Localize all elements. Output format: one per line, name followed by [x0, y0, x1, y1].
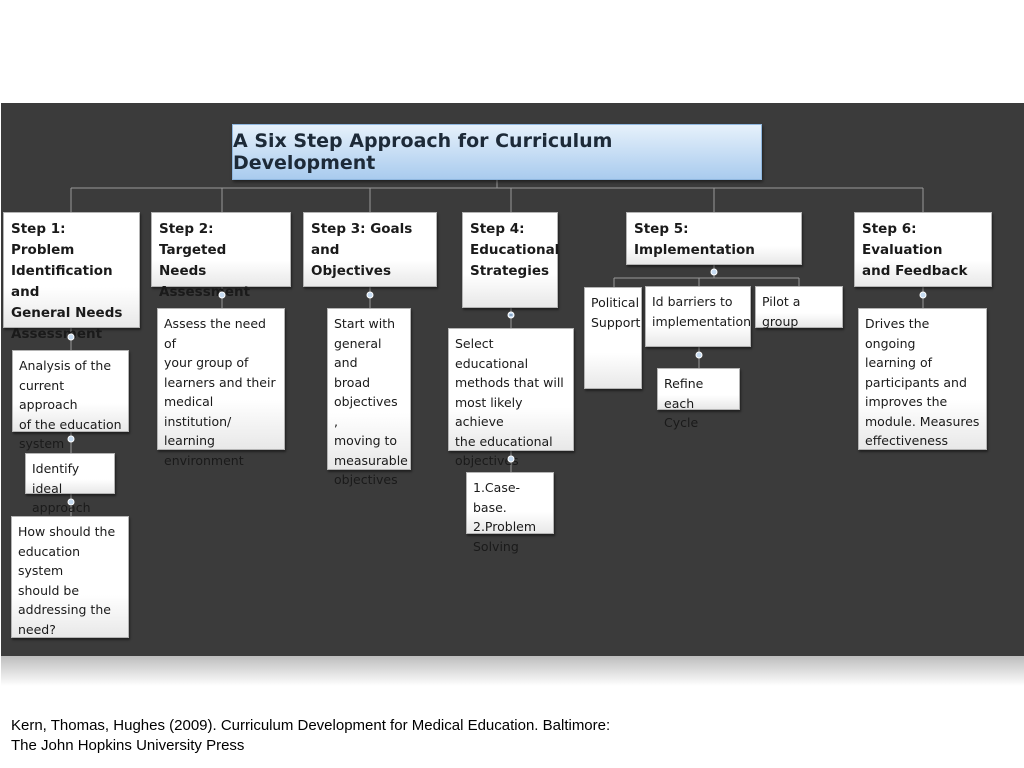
citation-line-1: Kern, Thomas, Hughes (2009). Curriculum … [11, 717, 611, 734]
expand-handle-icon[interactable] [67, 333, 75, 341]
how-should-node[interactable]: How should the education system should b… [11, 516, 129, 638]
expand-handle-icon[interactable] [919, 291, 927, 299]
id-barriers-node[interactable]: Id barriers to implementation [645, 286, 751, 347]
diagram-title: A Six Step Approach for Curriculum Devel… [232, 124, 762, 180]
step2-node[interactable]: Step 2: Targeted Needs Assessment [151, 212, 291, 300]
step3-node[interactable]: Step 3: Goals and Objectives [303, 212, 437, 287]
step5-node[interactable]: Step 5: Implementation [626, 212, 802, 265]
collapse-handle-icon[interactable] [507, 311, 515, 319]
expand-handle-icon[interactable] [67, 435, 75, 443]
step1-node[interactable]: Step 1: Problem Identification and Gener… [3, 212, 140, 342]
citation-line-2: The John Hopkins University Press [11, 737, 245, 754]
step4-node[interactable]: Step 4: Educational Strategies [462, 212, 559, 308]
start-with-node[interactable]: Start with general and broad objectives … [327, 308, 411, 487]
analysis-node[interactable]: Analysis of the current approach of the … [12, 350, 129, 451]
expand-handle-icon[interactable] [507, 455, 515, 463]
case-base-node[interactable]: 1.Case-base. 2.Problem Solving [466, 472, 554, 554]
pilot-group-node[interactable]: Pilot a group [755, 286, 843, 329]
expand-handle-icon[interactable] [67, 498, 75, 506]
expand-handle-icon[interactable] [695, 351, 703, 359]
assess-need-node[interactable]: Assess the need of your group of learner… [157, 308, 285, 468]
political-support-node[interactable]: Political Support [584, 287, 642, 389]
citation: Kern, Thomas, Hughes (2009). Curriculum … [11, 716, 811, 756]
expand-handle-icon[interactable] [366, 291, 374, 299]
expand-handle-icon[interactable] [710, 268, 718, 276]
expand-handle-icon[interactable] [218, 291, 226, 299]
diagram-shadow [1, 656, 1024, 686]
select-methods-node[interactable]: Select educational methods that will mos… [448, 328, 574, 468]
drives-learning-node[interactable]: Drives the ongoing learning of participa… [858, 308, 987, 450]
identify-ideal-node[interactable]: Identify ideal approach [25, 453, 115, 515]
step6-node[interactable]: Step 6: Evaluation and Feedback [854, 212, 992, 287]
refine-cycle-node[interactable]: Refine each Cycle [657, 368, 740, 430]
